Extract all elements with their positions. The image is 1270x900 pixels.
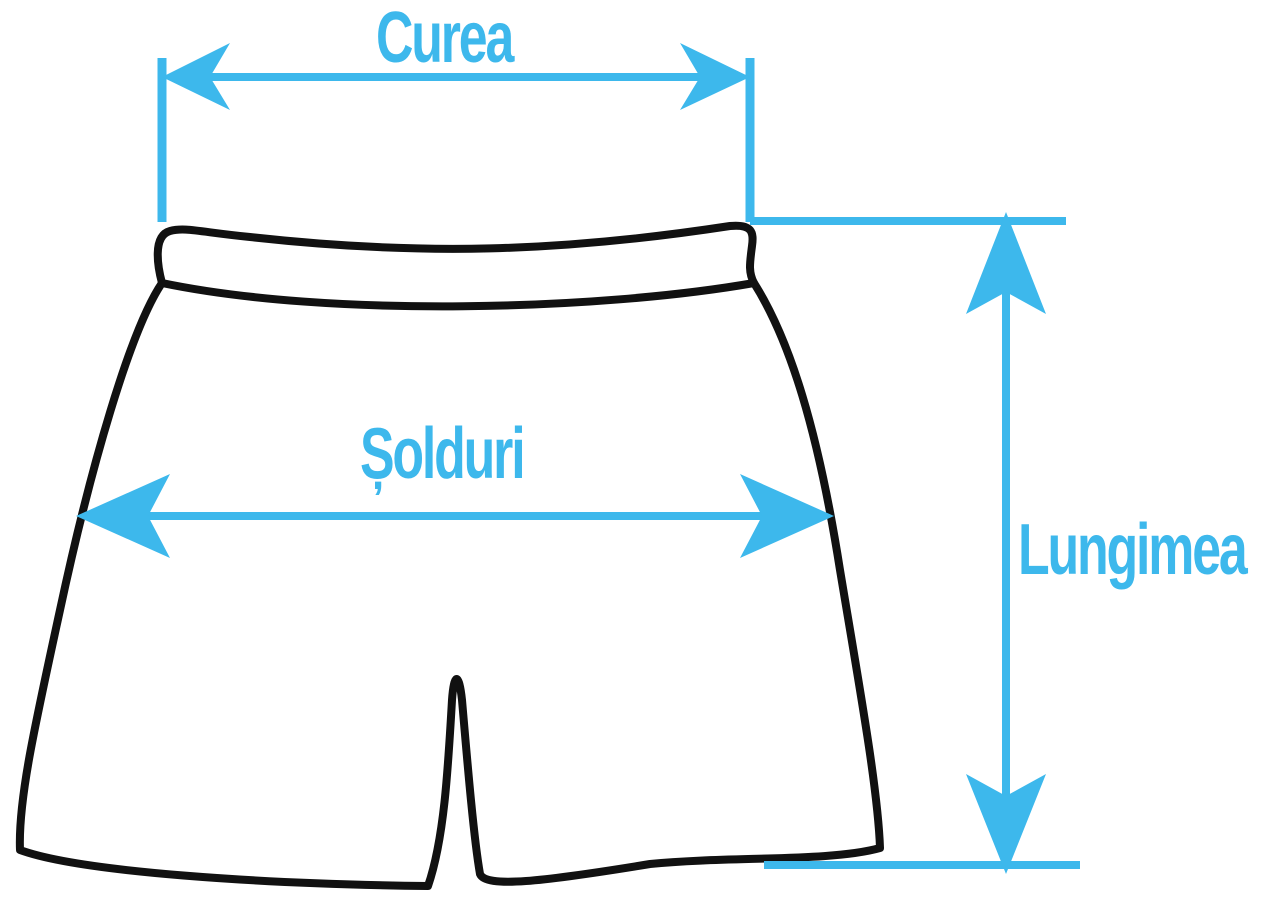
length-arrowhead-top — [966, 212, 1046, 314]
hips-label: Șolduri — [360, 414, 526, 494]
length-label: Lungimea — [1018, 510, 1248, 590]
shorts-outline — [15, 221, 884, 890]
waist-label: Curea — [376, 0, 514, 78]
waist-arrowhead-left — [162, 43, 230, 110]
hips-arrowhead-right — [740, 474, 834, 558]
shorts-body — [15, 279, 884, 890]
hips-dimension — [76, 474, 834, 558]
waist-arrowhead-right — [680, 43, 750, 110]
length-arrowhead-bottom — [966, 774, 1046, 874]
length-dimension — [750, 212, 1080, 874]
waist-dimension — [157, 43, 755, 222]
hips-arrowhead-left — [76, 474, 170, 558]
waistband — [153, 221, 758, 311]
